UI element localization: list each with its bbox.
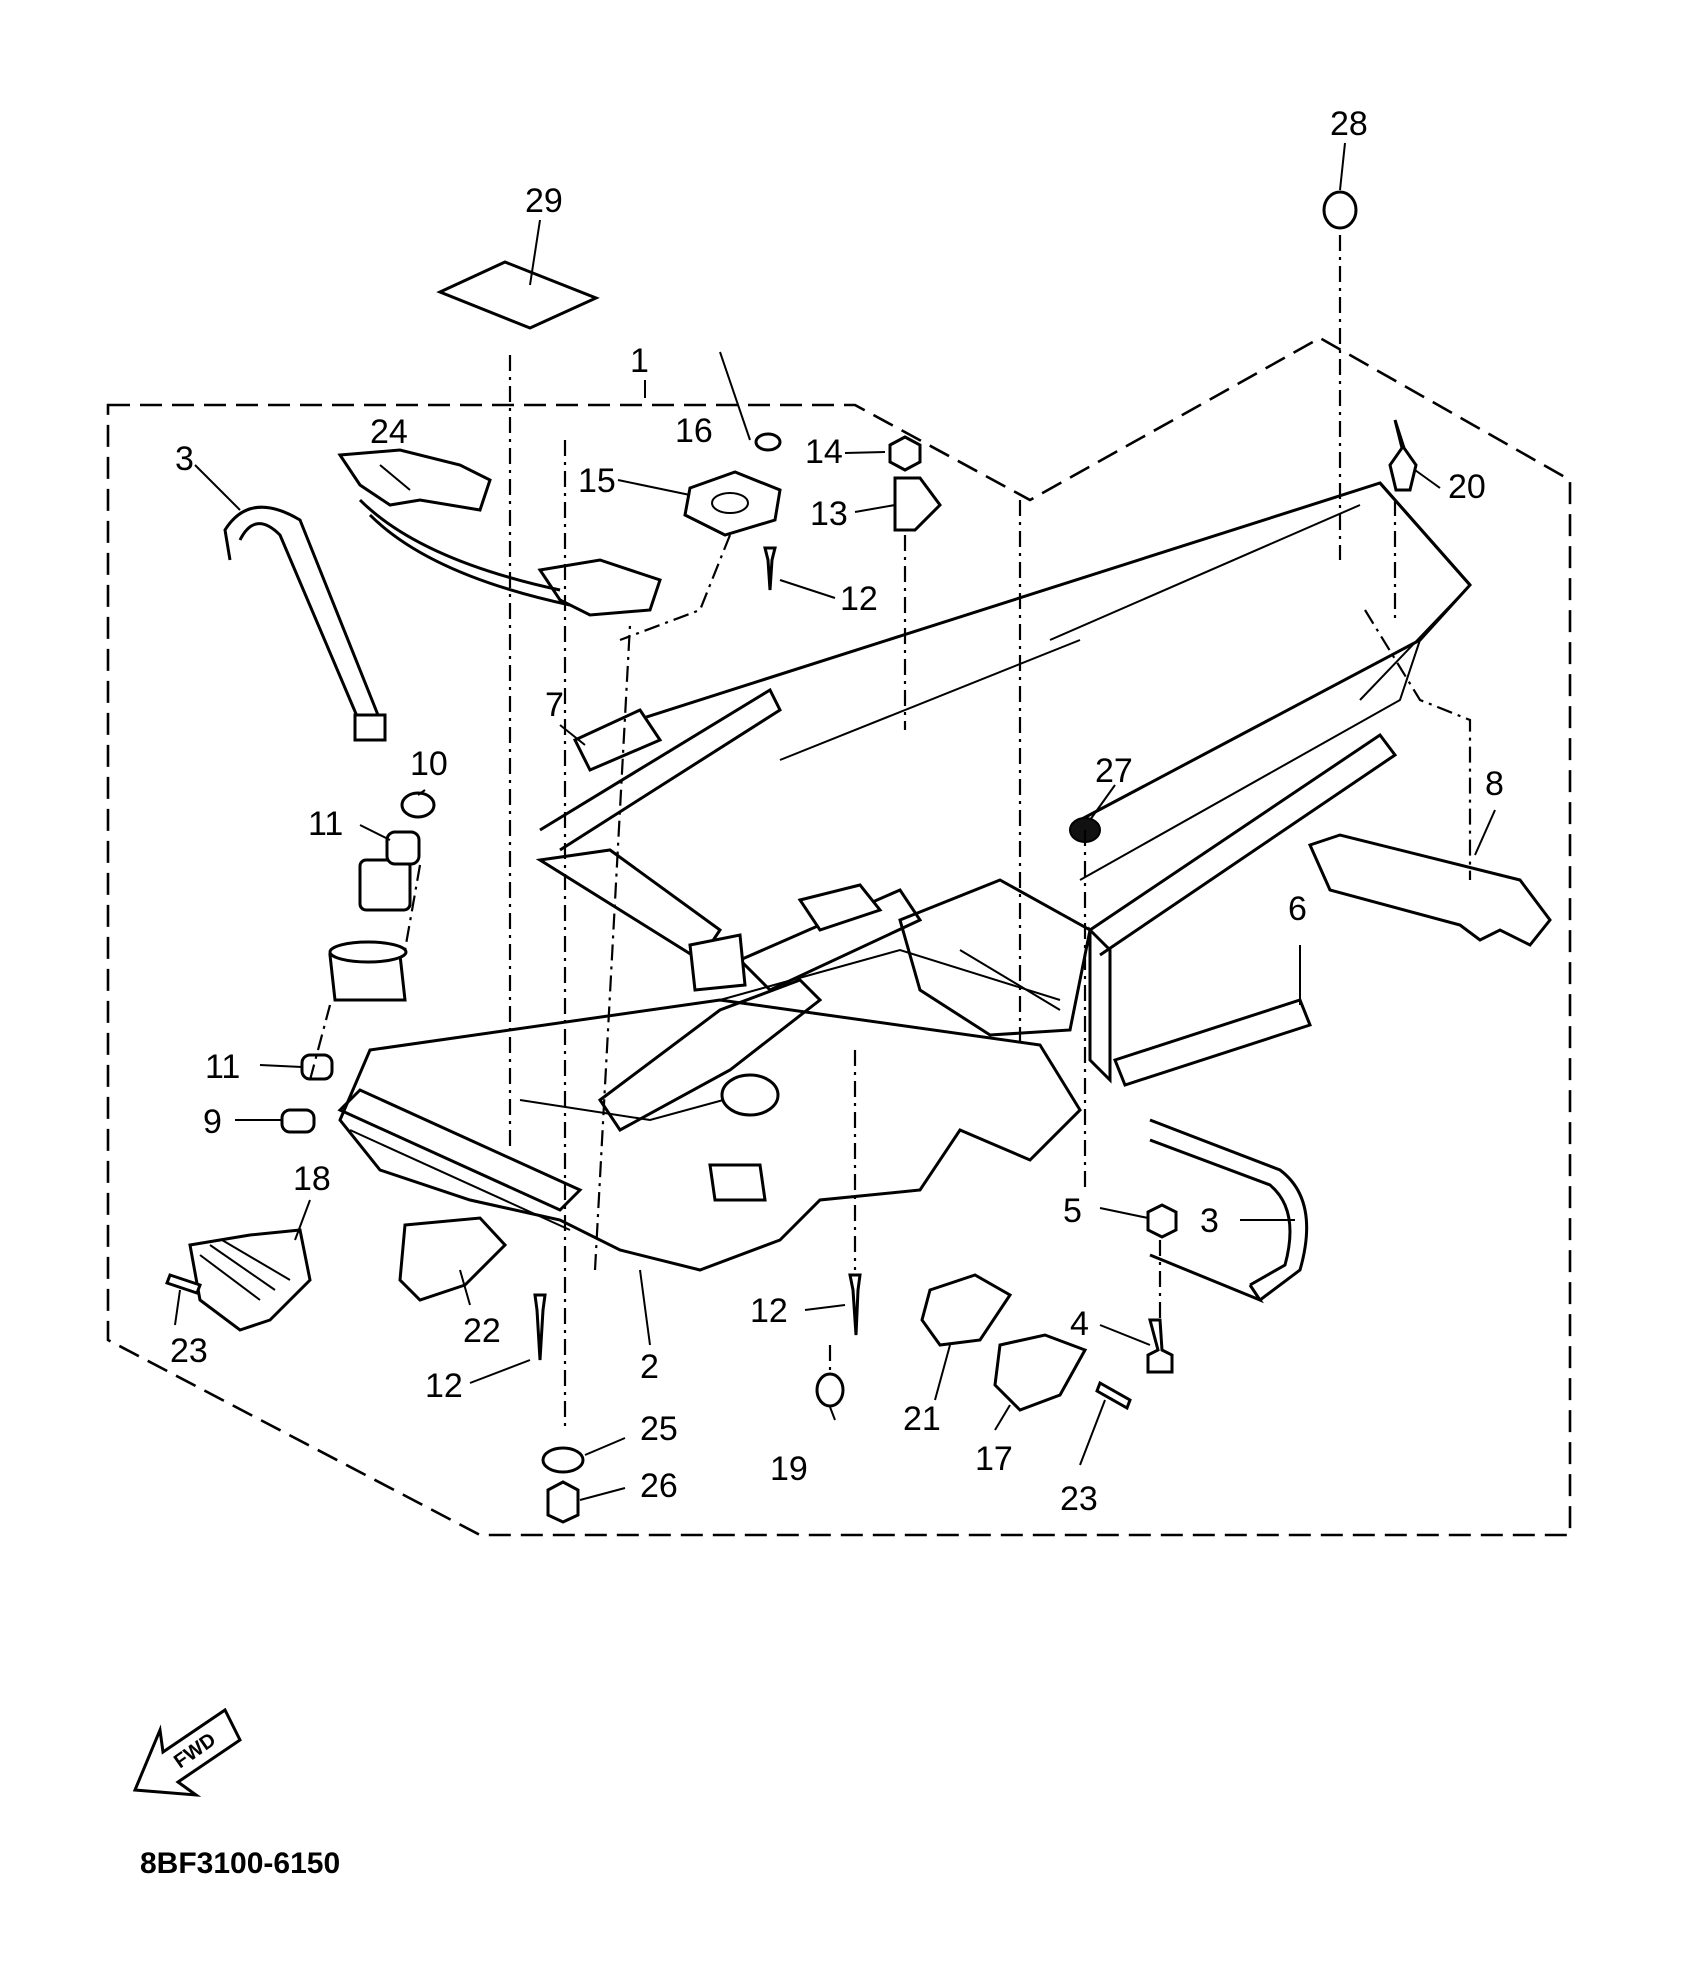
frame-drawing: [328, 481, 1473, 1272]
callout-23-left: 23: [170, 1332, 208, 1370]
part-19-grommet: [815, 1372, 845, 1408]
callout-11-top: 11: [308, 805, 343, 843]
callout-13: 13: [810, 495, 848, 533]
part-11-bushing-bottom: [300, 1053, 334, 1081]
part-29-decal: [436, 260, 600, 330]
part-5-nut: [1146, 1203, 1178, 1239]
alignment-lines: [308, 235, 1472, 1430]
callout-12-top: 12: [840, 580, 878, 618]
part-12-bolt-center: [848, 1273, 862, 1336]
callout-1: 1: [630, 342, 649, 380]
callout-23-right: 23: [1060, 1480, 1098, 1518]
callout-28: 28: [1330, 105, 1368, 143]
callout-17: 17: [975, 1440, 1013, 1478]
callout-12-left: 12: [425, 1367, 463, 1405]
callout-9: 9: [203, 1103, 222, 1141]
part-12-bolt-left: [533, 1293, 547, 1361]
callout-6: 6: [1288, 890, 1307, 928]
callout-20: 20: [1448, 468, 1486, 506]
callout-labels: 1 2 3 3 4 5 6 7 8 9 10 11 11 12 12 12 13…: [170, 105, 1504, 1518]
callout-11-bottom: 11: [205, 1048, 240, 1086]
part-8-bracket: [1307, 833, 1552, 947]
assembly-boundary: [106, 336, 1572, 1537]
callout-4: 4: [1070, 1305, 1089, 1343]
callout-8: 8: [1485, 765, 1504, 803]
callout-3-right: 3: [1200, 1202, 1219, 1240]
part-6-rail: [1113, 998, 1312, 1087]
callout-5: 5: [1063, 1192, 1082, 1230]
callout-16: 16: [675, 412, 713, 450]
callout-25: 25: [640, 1410, 678, 1448]
callout-7: 7: [545, 686, 564, 724]
callout-24: 24: [370, 413, 408, 451]
part-24-footrest: [337, 448, 492, 512]
part-14-nut: [888, 435, 922, 472]
part-7-bracket: [572, 708, 663, 772]
part-12-bolt-top: [763, 546, 777, 591]
part-20-stud: [1388, 419, 1418, 492]
part-18-boot: [188, 1228, 312, 1332]
callout-18: 18: [293, 1160, 331, 1198]
part-13-bracket: [893, 476, 942, 532]
part-23-screw-left: [165, 1273, 202, 1295]
part-17-gasket: [993, 1333, 1088, 1412]
part-9-bushing: [280, 1108, 316, 1134]
part-3-bumper-right: [1149, 1118, 1309, 1302]
callout-3-left: 3: [175, 440, 194, 478]
part-3-bumper-left: [223, 505, 382, 721]
callout-26: 26: [640, 1467, 678, 1505]
callout-22: 22: [463, 1312, 501, 1350]
part-21-gasket: [920, 1273, 1013, 1347]
part-16-washer: [754, 432, 782, 452]
callout-29: 29: [525, 182, 563, 220]
callout-12-center: 12: [750, 1292, 788, 1330]
reference-code: 8BF3100-6150: [140, 1847, 340, 1880]
callout-2: 2: [640, 1348, 659, 1386]
part-22-gasket: [398, 1216, 508, 1302]
callout-10: 10: [410, 745, 448, 783]
part-4-bolt: [1146, 1318, 1174, 1374]
part-26-nut: [546, 1480, 580, 1524]
part-11-bushing-top: [385, 830, 421, 866]
part-23-screw-right: [1095, 1380, 1132, 1411]
callout-27: 27: [1095, 752, 1133, 790]
callout-19: 19: [770, 1450, 808, 1488]
fwd-arrow-icon: FWD: [132, 1707, 242, 1797]
part-10-bushing: [400, 791, 436, 819]
part-25-spacer: [541, 1446, 585, 1474]
parts: [165, 190, 1552, 1524]
part-15-mount: [683, 470, 782, 537]
part-28-cap: [1322, 190, 1358, 230]
callout-14: 14: [805, 433, 843, 471]
callout-21: 21: [903, 1400, 941, 1438]
callout-15: 15: [578, 462, 616, 500]
leader-lines: [174, 142, 1496, 1501]
